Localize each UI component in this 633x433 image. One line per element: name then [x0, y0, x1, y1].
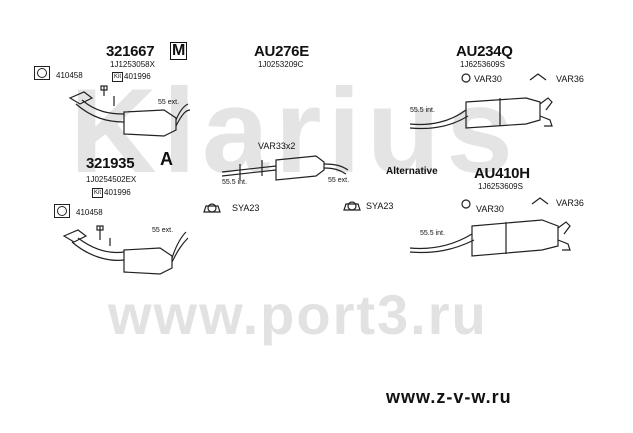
kit-icon-2: Kit	[92, 188, 104, 198]
rear-silencer-1-part-number: AU234Q	[456, 43, 513, 60]
gasket-ring-icon	[34, 66, 50, 80]
alternative-label: Alternative	[386, 166, 438, 177]
rear-silencer-1-var-left: VAR30	[474, 74, 502, 84]
rear-silencer-1-oem: 1J6253609S	[460, 60, 505, 69]
watermark-url: www.port3.ru	[108, 283, 488, 346]
rear-silencer-1-drawing	[409, 73, 553, 130]
mid-pipe-drawing	[203, 155, 361, 213]
mount-left-label: SYA23	[232, 203, 260, 213]
kit-icon: Kit	[112, 72, 124, 82]
rear-silencer-1-var-right: VAR36	[556, 74, 584, 84]
catalyst-1-ext: 55 ext.	[158, 99, 180, 106]
m-badge-icon: M	[170, 42, 188, 60]
rear-silencer-2-int: 55.5 int.	[420, 230, 445, 237]
mid-pipe-ext: 55 ext.	[328, 177, 350, 184]
mid-pipe-clamp: VAR33x2	[258, 141, 296, 151]
catalyst-1-oem: 1J1253058X	[110, 60, 155, 69]
rear-silencer-1-int: 55.5 int.	[410, 107, 435, 114]
mount-right-label: SYA23	[366, 201, 394, 211]
catalyst-2-ring: 410458	[76, 208, 103, 217]
mid-pipe-part-number: AU276E	[254, 43, 309, 60]
rear-silencer-2-var-right: VAR36	[556, 198, 584, 208]
catalyst-1-ring: 410458	[56, 71, 83, 80]
rear-silencer-2-var-left: VAR30	[476, 204, 504, 214]
catalyst-2-part-number: 321935	[86, 155, 135, 172]
warning-triangle-icon: A	[160, 149, 173, 169]
catalyst-1-part-number: 321667	[106, 43, 155, 60]
footer-site: www.z-v-w.ru	[386, 387, 512, 407]
gasket-ring-icon-2	[54, 204, 70, 218]
catalyst-2-drawing	[62, 225, 189, 275]
watermark-brand: Klarius	[70, 64, 519, 198]
rear-silencer-2-oem: 1J6253609S	[478, 182, 523, 191]
rear-silencer-2-drawing	[409, 197, 571, 257]
mid-pipe-oem: 1J0253209C	[258, 60, 304, 69]
catalyst-2-oem: 1J0254502EX	[86, 175, 137, 184]
catalyst-1-drawing	[68, 85, 191, 137]
mid-pipe-int: 55.5 int.	[222, 179, 247, 186]
rear-silencer-2-part-number: AU410H	[474, 165, 530, 182]
catalyst-2-ext: 55 ext.	[152, 227, 174, 234]
